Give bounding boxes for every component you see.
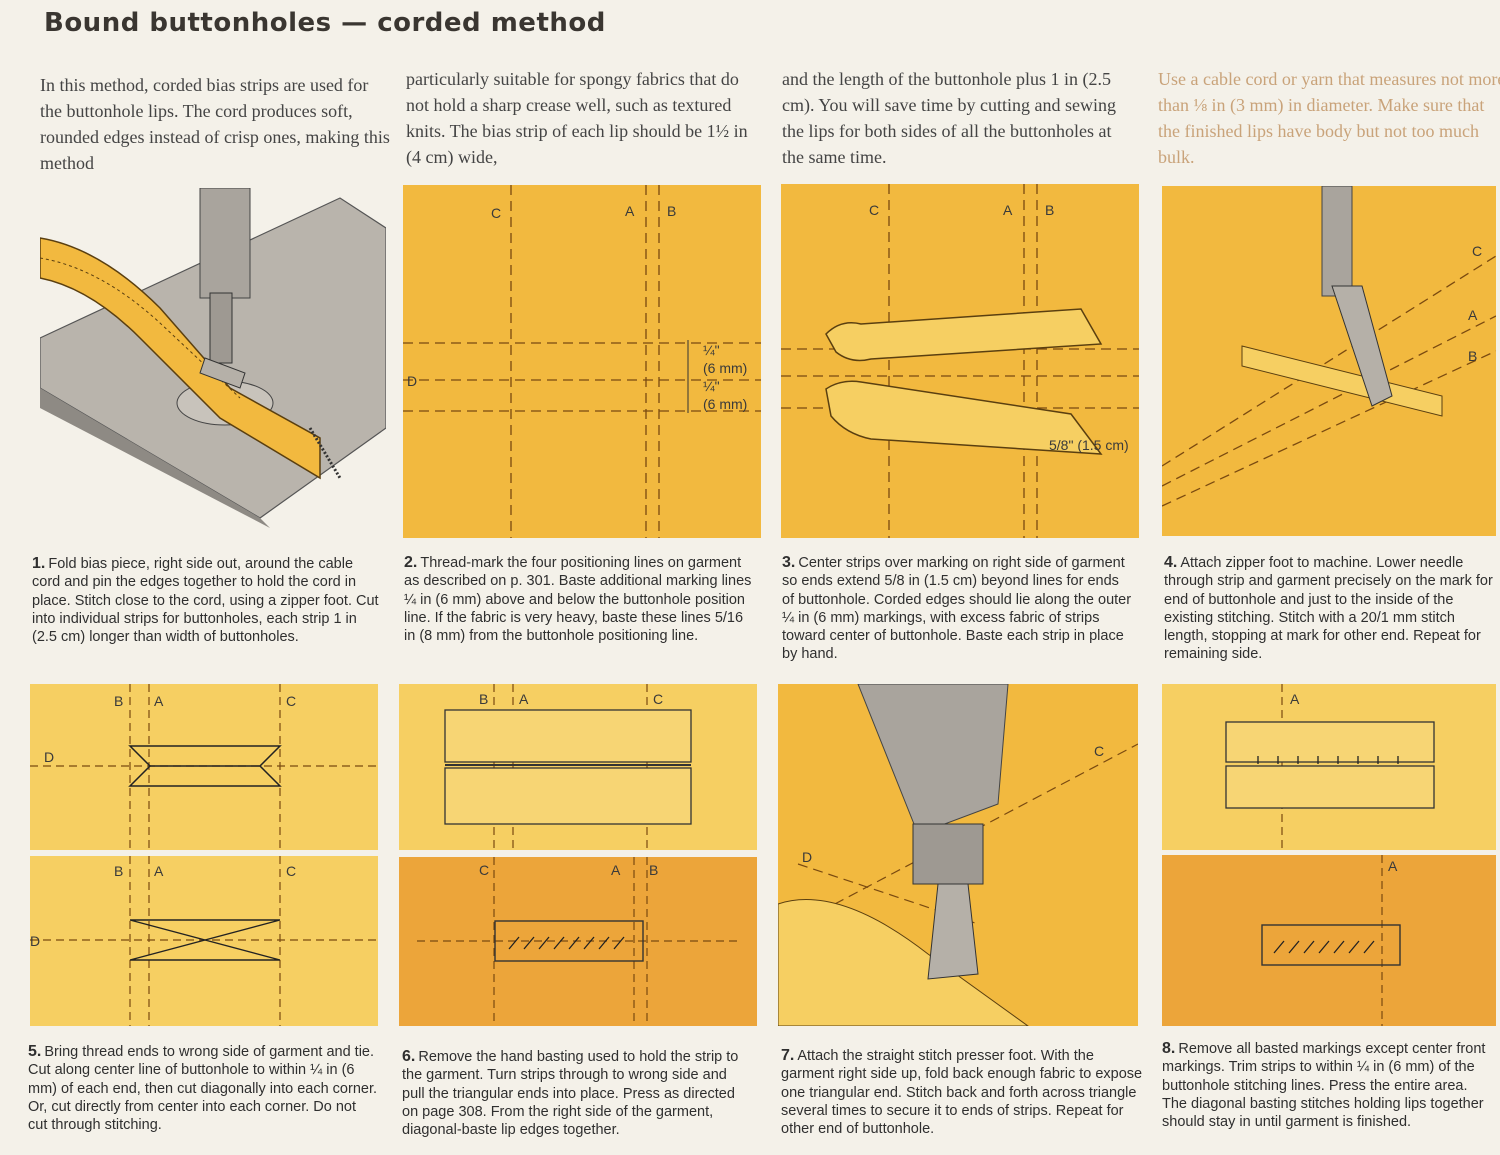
label-c: C	[1094, 743, 1104, 759]
label-b: B	[114, 693, 123, 709]
step-text: Center strips over marking on right side…	[782, 555, 1131, 662]
step-3-caption: 3.Center strips over marking on right si…	[782, 554, 1132, 664]
step-4-caption: 4.Attach zipper foot to machine. Lower n…	[1164, 554, 1500, 664]
label-d: D	[407, 373, 417, 389]
sewing-machine-drawing	[40, 188, 386, 538]
illustration-step-5-bottom: B A C D	[30, 856, 378, 1026]
label-c: C	[491, 205, 501, 221]
step-number: 7.	[781, 1047, 794, 1064]
trimmed-strips-diagram: A	[1162, 684, 1496, 850]
corded-strips-diagram: C A B 5/8" (1.5 cm)	[781, 184, 1139, 538]
label-c: C	[653, 691, 663, 707]
label-c: C	[1472, 243, 1482, 259]
label-a: A	[519, 691, 529, 707]
marking-lines-diagram: C A B D ¼" (6 mm) ¼" (6 mm)	[403, 185, 761, 538]
step-text: Remove the hand basting used to hold the…	[402, 1049, 738, 1138]
label-d: D	[802, 849, 812, 865]
label-b: B	[649, 862, 658, 878]
label-6mm: (6 mm)	[703, 360, 747, 376]
label-quarter-inch: ¼"	[703, 342, 720, 358]
step-number: 1.	[32, 555, 45, 572]
turned-strips-diagram: B A C	[399, 684, 757, 850]
intro-paragraph-2: particularly suitable for spongy fabrics…	[406, 66, 756, 170]
illustration-step-3: C A B 5/8" (1.5 cm)	[781, 184, 1139, 538]
label-c: C	[479, 862, 489, 878]
zipper-foot-diagram: C A B	[1162, 186, 1496, 536]
illustration-step-1	[40, 188, 386, 538]
step-number: 5.	[28, 1043, 41, 1060]
step-number: 8.	[1162, 1040, 1175, 1057]
illustration-step-6-top: B A C	[399, 684, 757, 850]
diagonal-baste-diagram: C A B	[399, 857, 757, 1026]
label-c: C	[286, 693, 296, 709]
label-c: C	[869, 202, 879, 218]
label-b: B	[1045, 202, 1054, 218]
label-a: A	[154, 863, 164, 879]
step-text: Attach zipper foot to machine. Lower nee…	[1164, 555, 1493, 662]
step-text: Attach the straight stitch presser foot.…	[781, 1048, 1142, 1137]
label-d: D	[30, 933, 40, 949]
label-quarter-inch-2: ¼"	[703, 378, 720, 394]
label-6mm-2: (6 mm)	[703, 396, 747, 412]
label-a: A	[154, 693, 164, 709]
illustration-step-8-bottom: A	[1162, 855, 1496, 1026]
illustration-step-6-bottom: C A B	[399, 857, 757, 1026]
label-five-eighths: 5/8" (1.5 cm)	[1049, 437, 1129, 453]
label-a: A	[1388, 858, 1398, 874]
step-number: 2.	[404, 554, 417, 571]
intro-paragraph-1: In this method, corded bias strips are u…	[40, 72, 390, 176]
label-b: B	[114, 863, 123, 879]
presser-foot-diagram: C D	[778, 684, 1138, 1026]
finished-buttonhole-diagram: A	[1162, 855, 1496, 1026]
step-8-caption: 8.Remove all basted markings except cent…	[1162, 1040, 1492, 1131]
label-a: A	[1003, 202, 1013, 218]
intro-paragraph-4: Use a cable cord or yarn that measures n…	[1158, 66, 1500, 170]
intro-paragraph-3: and the length of the buttonhole plus 1 …	[782, 66, 1132, 170]
illustration-step-5-top: B A C D	[30, 684, 378, 850]
step-1-caption: 1.Fold bias piece, right side out, aroun…	[32, 555, 382, 646]
label-d: D	[44, 749, 54, 765]
label-b: B	[1468, 348, 1477, 364]
step-6-caption: 6.Remove the hand basting used to hold t…	[402, 1048, 752, 1139]
illustration-step-7: C D	[778, 684, 1138, 1026]
label-b: B	[667, 203, 676, 219]
illustration-step-4: C A B	[1162, 186, 1496, 536]
label-b: B	[479, 691, 488, 707]
label-a: A	[625, 203, 635, 219]
illustration-step-2: C A B D ¼" (6 mm) ¼" (6 mm)	[403, 185, 761, 538]
step-text: Fold bias piece, right side out, around …	[32, 556, 379, 645]
step-text: Remove all basted markings except center…	[1162, 1041, 1485, 1130]
step-number: 4.	[1164, 554, 1177, 571]
label-a: A	[1290, 691, 1300, 707]
step-number: 6.	[402, 1048, 415, 1065]
step-5-caption: 5.Bring thread ends to wrong side of gar…	[28, 1043, 378, 1134]
step-2-caption: 2.Thread-mark the four positioning lines…	[404, 554, 754, 645]
step-text: Bring thread ends to wrong side of garme…	[28, 1044, 377, 1133]
label-a: A	[611, 862, 621, 878]
label-a: A	[1468, 307, 1478, 323]
step-number: 3.	[782, 554, 795, 571]
step-7-caption: 7.Attach the straight stitch presser foo…	[781, 1047, 1143, 1138]
cut-center-diagram: B A C D	[30, 856, 378, 1026]
page-title: Bound buttonholes — corded method	[44, 8, 606, 38]
illustration-step-8-top: A	[1162, 684, 1496, 850]
label-c: C	[286, 863, 296, 879]
cut-corners-diagram: B A C D	[30, 684, 378, 850]
step-text: Thread-mark the four positioning lines o…	[404, 555, 751, 644]
